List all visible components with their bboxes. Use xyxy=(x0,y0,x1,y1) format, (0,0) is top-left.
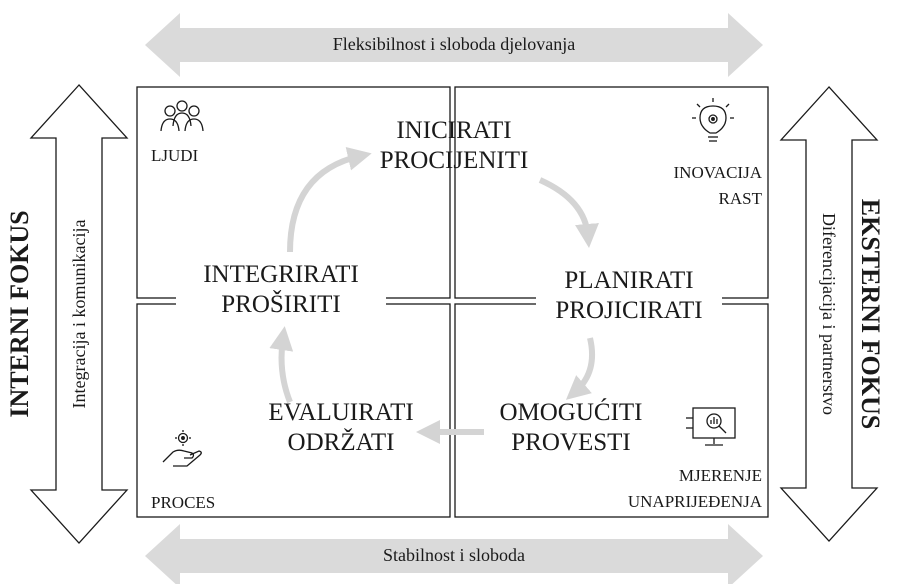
unapredjenja-label: UNAPRIJEĐENJA xyxy=(627,492,762,511)
phase-left-line1: INTEGRIRATI xyxy=(203,261,359,288)
bottom-band-arrow xyxy=(145,524,763,584)
proces-label: PROCES xyxy=(151,493,216,512)
bottom-band-label: Stabilnost i sloboda xyxy=(382,545,525,565)
top-band-arrow xyxy=(145,13,763,77)
ljudi-label: LJUDI xyxy=(151,146,199,165)
monitor-magnifier-icon xyxy=(686,407,736,446)
lightbulb-gear-icon xyxy=(692,98,734,142)
phase-right-line1: PLANIRATI xyxy=(564,267,694,294)
phase-right-line2: PROJICIRATI xyxy=(555,297,703,324)
interni-fokus-label: INTERNI FOKUS xyxy=(5,210,34,418)
top-band-label: Fleksibilnost i sloboda djelovanja xyxy=(332,34,576,54)
phase-bottom-right: OMOGUĆITI PROVESTI xyxy=(484,398,658,458)
phase-bottom-right-line1: OMOGUĆITI xyxy=(499,399,643,426)
hand-gear-icon xyxy=(162,430,202,467)
quadrant-bottom-left xyxy=(136,303,451,518)
phase-bottom-right-line2: PROVESTI xyxy=(511,429,631,456)
mjerenje-label: MJERENJE xyxy=(678,466,762,485)
phase-left: INTEGRIRATI PROŠIRITI xyxy=(176,260,386,320)
eksterni-fokus-label: EKSTERNI FOKUS xyxy=(856,198,885,430)
phase-bottom-left-line2: ODRŽATI xyxy=(287,429,395,456)
cycle-arrow-left-to-top xyxy=(287,146,372,253)
diferencijacija-label: Diferencijacija i partnerstvo xyxy=(819,213,839,415)
phase-top-line1: INICIRATI xyxy=(396,117,512,144)
cycle-arrow-top-to-right xyxy=(538,177,599,248)
phase-bottom-left: EVALUIRATI ODRŽATI xyxy=(244,398,438,458)
right-double-arrow xyxy=(779,86,879,542)
left-double-arrow xyxy=(29,84,129,544)
rast-label: RAST xyxy=(718,189,762,208)
phase-right: PLANIRATI PROJICIRATI xyxy=(536,266,722,326)
phase-top-line2: PROCIJENITI xyxy=(379,147,529,174)
integracija-label: Integracija i komunikacija xyxy=(69,219,89,409)
people-icon xyxy=(160,100,204,132)
cycle-arrow-left-up-lower xyxy=(269,326,294,404)
phase-left-line2: PROŠIRITI xyxy=(221,291,341,318)
inovacija-label: INOVACIJA xyxy=(673,163,762,182)
cycle-arrow-right-to-bottom xyxy=(565,337,596,400)
phase-bottom-left-line1: EVALUIRATI xyxy=(268,399,414,426)
phase-top: INICIRATI PROCIJENITI xyxy=(352,116,556,176)
